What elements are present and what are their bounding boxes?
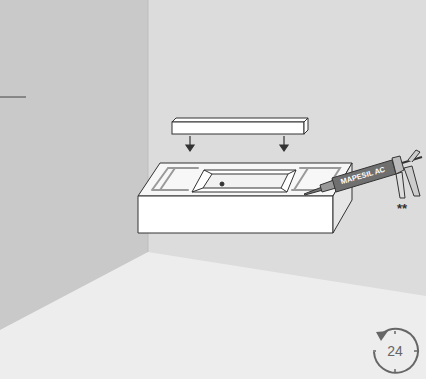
washbasin-counter (138, 163, 352, 233)
back-wall (148, 0, 426, 296)
side-wall (0, 0, 148, 330)
placement-arrows (186, 136, 288, 151)
clock-icon (373, 329, 418, 373)
top-bar (172, 118, 308, 134)
note-marker: ** (397, 202, 407, 215)
time-number: 24 (387, 344, 403, 358)
silicone-bead (152, 168, 340, 190)
silicone-gun (304, 150, 422, 198)
edge-mark (0, 97, 26, 98)
